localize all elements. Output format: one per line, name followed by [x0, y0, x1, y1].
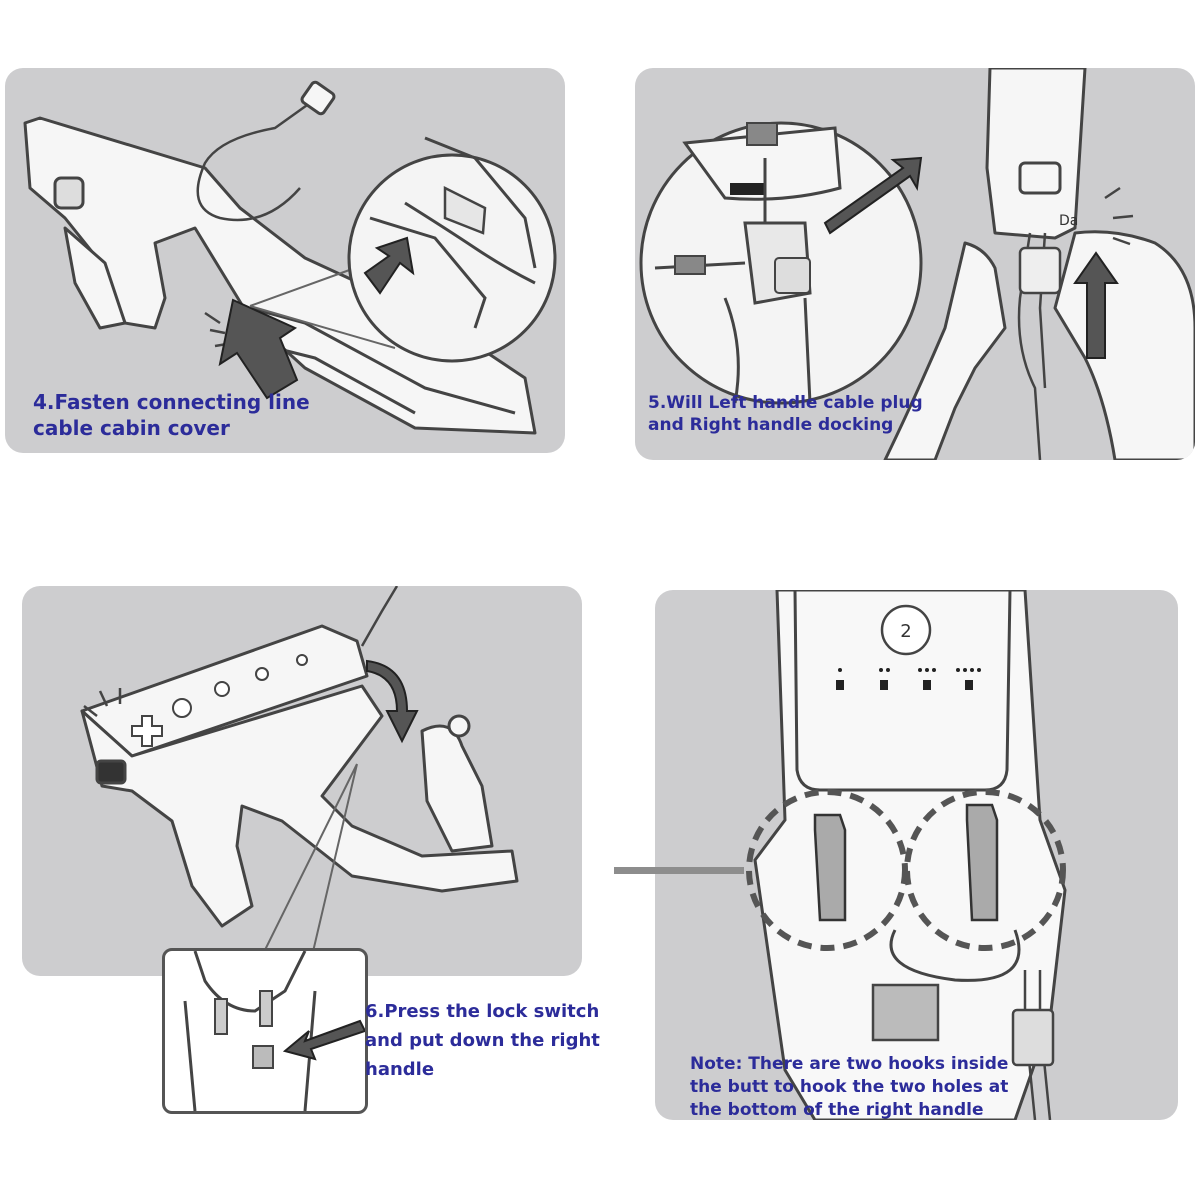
hook-highlight-right: [904, 789, 1066, 951]
note-caption-line-1: Note: There are two hooks inside: [690, 1054, 1009, 1074]
note-illustration: 2: [746, 590, 1067, 1120]
step-4-zoom-circle: [347, 136, 557, 363]
barrel-slot: [53, 176, 85, 210]
zoom-arrow-icon: [823, 156, 923, 235]
step-6-caption-line-3: handle: [365, 1059, 435, 1081]
note-panel: 2: [655, 590, 1178, 1120]
step-4-caption: 4.Fasten connecting line cable cabin cov…: [33, 389, 310, 442]
push-up-arrow-icon: [1073, 251, 1119, 359]
step-5-caption: 5.Will Left handle cable plug and Right …: [648, 392, 923, 437]
step-4-illustration: [23, 80, 557, 435]
note-callout-line: [614, 867, 744, 874]
step-5-caption-line-1: 5.Will Left handle cable plug: [648, 393, 923, 413]
led-indicators: [836, 668, 981, 690]
connecting-cable: [196, 101, 311, 222]
step-6-panel: [22, 586, 582, 976]
hand-right: [1053, 230, 1195, 460]
cable-plug: [1018, 246, 1062, 295]
step-5-caption-line-2: and Right handle docking: [648, 415, 894, 436]
step-5-panel: Da: [635, 68, 1195, 460]
remote-body: [985, 68, 1087, 240]
step-6-zoom-box: [162, 948, 368, 1114]
step-4-caption-line-2: cable cabin cover: [33, 416, 230, 441]
lock-switch: [871, 983, 940, 1042]
nunchuk: [420, 724, 494, 853]
step-5-zoom-circle: [639, 121, 923, 405]
dpad-icon: [131, 715, 163, 747]
press-arrow-icon: [282, 1019, 365, 1061]
player-number: 2: [900, 621, 911, 642]
note-caption: Note: There are two hooks inside the but…: [690, 1053, 1008, 1122]
step-6-illustration: [80, 586, 519, 957]
hand-left: [883, 241, 1007, 460]
remote-connector: [1018, 161, 1062, 195]
lock-hook-left: [214, 998, 228, 1035]
cable-plug: [1011, 1008, 1055, 1067]
gun-grip: [63, 226, 127, 330]
step-5-illustration: Da: [639, 68, 1195, 460]
lock-hook-right: [259, 990, 273, 1027]
player-number-badge: [880, 604, 932, 656]
note-caption-line-3: the bottom of the right handle: [690, 1100, 984, 1121]
click-marks-icon: [83, 688, 122, 717]
lock-switch: [252, 1045, 274, 1069]
push-up-arrow-icon: [218, 298, 299, 400]
step-6-caption: 6.Press the lock switch and put down the…: [365, 997, 600, 1084]
note-caption-line-2: the butt to hook the two holes at: [690, 1077, 1009, 1098]
step-4-caption-line-1: 4.Fasten connecting line: [33, 390, 310, 414]
step-4-panel: [5, 68, 565, 453]
hook-highlight-left: [746, 789, 908, 951]
gun-body: [80, 684, 519, 928]
step-6-caption-line-1: 6.Press the lock switch: [365, 1001, 600, 1022]
hook-left: [813, 813, 847, 922]
cable-plug: [300, 80, 336, 116]
rotate-down-arrow-icon: [366, 659, 419, 744]
zoom-arrow-icon: [363, 236, 415, 295]
click-marks-icon: [1104, 186, 1134, 246]
plug-label: Da: [1059, 213, 1078, 229]
step-6-caption-line-2: and put down the right: [365, 1030, 600, 1052]
hook-right: [965, 803, 999, 922]
